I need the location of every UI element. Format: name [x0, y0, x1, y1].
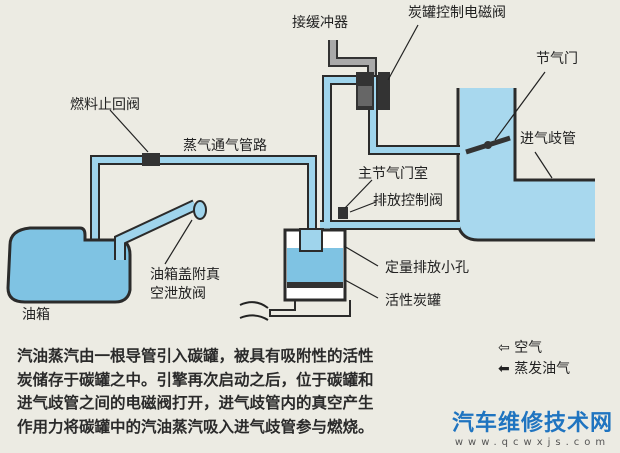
purge-control-valve: [338, 207, 348, 219]
label-check-valve: 燃料止回阀: [70, 97, 140, 113]
label-throttle-chamber: 主节气门室: [358, 166, 428, 182]
label-throttle: 节气门: [536, 51, 578, 67]
label-vapor-line: 蒸气通气管路: [183, 138, 267, 154]
buffer-pipe: [328, 40, 377, 75]
legend-label: 蒸发油气: [514, 361, 571, 377]
label-tank: 油箱: [22, 307, 50, 323]
label-buffer: 接缓冲器: [292, 15, 348, 31]
fuel-tank: [6, 226, 132, 304]
label-intake-manifold: 进气歧管: [520, 131, 576, 147]
label-orifice: 定量排放小孔: [385, 260, 469, 276]
label-cap-valve-2: 空泄放阀: [150, 286, 206, 302]
description-line: 汽油蒸汽由一根导管引入碳罐，被具有吸附性的活性: [17, 347, 374, 365]
hollow-arrow-left-icon: ⇦: [498, 340, 510, 356]
label-cap-valve-1: 油箱盖附真: [150, 267, 220, 283]
description-line: 作用力将碳罐中的汽油蒸汽吸入进气歧管参与燃烧。: [17, 417, 374, 436]
description-line: 进气歧管之间的电磁阀打开，进气歧管内的真空产生: [17, 394, 374, 412]
description: 汽油蒸汽由一根导管引入碳罐，被具有吸附性的活性 炭储存于碳罐之中。引擎再次启动之…: [17, 345, 374, 439]
legend: ⇦ 空气 ⬅ 蒸发油气: [498, 338, 570, 380]
legend-label: 空气: [514, 340, 543, 356]
label-solenoid: 炭罐控制电磁阀: [408, 5, 506, 21]
watermark-title: 汽车维修技术网: [452, 411, 614, 436]
legend-item-vapor: ⬅ 蒸发油气: [498, 359, 570, 380]
watermark-url: www.qcwxjs.com: [454, 437, 611, 448]
label-canister: 活性炭罐: [385, 293, 441, 309]
legend-item-air: ⇦ 空气: [498, 338, 570, 359]
watermark: 汽车维修技术网 www.qcwxjs.com: [452, 405, 613, 448]
label-purge-valve: 排放控制阀: [373, 193, 443, 209]
solid-arrow-left-icon: ⬅: [498, 361, 510, 377]
check-valve: [142, 153, 160, 166]
description-line: 炭储存于碳罐之中。引擎再次启动之后，位于碳罐和: [17, 370, 374, 389]
